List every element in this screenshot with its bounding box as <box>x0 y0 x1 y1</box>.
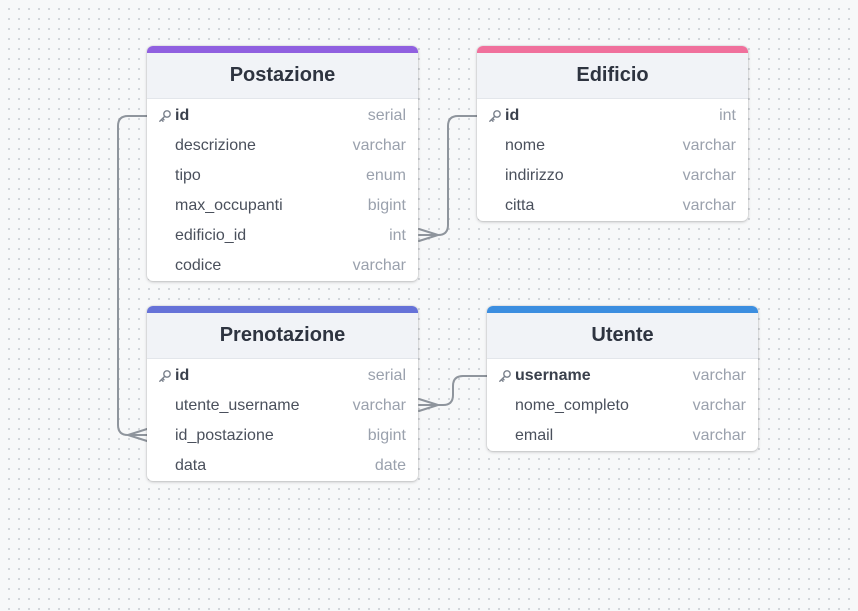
crowfoot-prenotazione-utente <box>418 398 439 412</box>
table-postazione[interactable]: Postazione id serial descrizione varchar tip… <box>147 46 418 281</box>
table-row[interactable]: citta varchar <box>477 191 748 221</box>
crowfoot-prenotazione-postazione <box>127 428 148 442</box>
table-header[interactable]: Postazione <box>147 53 418 99</box>
table-row[interactable]: username varchar <box>487 361 758 391</box>
crowfoot-postazione-edificio <box>418 228 439 242</box>
column-name: id <box>175 367 190 384</box>
table-row[interactable]: edificio_id int <box>147 221 418 251</box>
table-accent-bar <box>147 46 418 53</box>
table-row[interactable]: nome_completo varchar <box>487 391 758 421</box>
table-title: Utente <box>591 324 654 346</box>
column-name: codice <box>175 257 222 274</box>
column-type: serial <box>367 107 406 124</box>
column-name: username <box>515 367 591 384</box>
table-header[interactable]: Prenotazione <box>147 313 418 359</box>
table-row[interactable]: id serial <box>147 101 418 131</box>
column-type: int <box>719 107 736 124</box>
column-type: varchar <box>692 367 746 384</box>
connector-postazione-edificio[interactable] <box>418 115 479 236</box>
table-title: Prenotazione <box>219 324 346 346</box>
table-row[interactable]: email varchar <box>487 421 758 451</box>
column-name: utente_username <box>175 397 300 414</box>
key-icon <box>488 109 502 123</box>
column-type: varchar <box>352 137 406 154</box>
table-body: id int nome varchar indirizzo varchar citta var… <box>477 99 748 221</box>
column-name: descrizione <box>175 137 256 154</box>
column-type: varchar <box>352 397 406 414</box>
table-prenotazione[interactable]: Prenotazione id serial utente_username varc… <box>147 306 418 481</box>
column-type: varchar <box>692 397 746 414</box>
table-row[interactable]: indirizzo varchar <box>477 161 748 191</box>
column-name: edificio_id <box>175 227 247 244</box>
connector-prenotazione-utente[interactable] <box>418 375 489 406</box>
column-name: email <box>515 427 554 444</box>
table-accent-bar <box>487 306 758 313</box>
column-name: id_postazione <box>175 427 274 444</box>
table-row[interactable]: codice varchar <box>147 251 418 281</box>
column-name: tipo <box>175 167 201 184</box>
column-type: enum <box>365 167 406 184</box>
table-accent-bar <box>477 46 748 53</box>
table-row[interactable]: utente_username varchar <box>147 391 418 421</box>
column-type: varchar <box>692 427 746 444</box>
table-row[interactable]: id_postazione bigint <box>147 421 418 451</box>
table-accent-bar <box>147 306 418 313</box>
column-name: indirizzo <box>505 167 564 184</box>
connector-prenotazione-postazione[interactable] <box>117 115 148 436</box>
key-icon <box>498 369 512 383</box>
column-type: bigint <box>367 427 406 444</box>
column-name: data <box>175 457 207 474</box>
column-name: id <box>505 107 520 124</box>
table-row[interactable]: nome varchar <box>477 131 748 161</box>
table-edificio[interactable]: Edificio id int nome varchar indirizzo varcha… <box>477 46 748 221</box>
table-row[interactable]: id serial <box>147 361 418 391</box>
key-icon <box>158 369 172 383</box>
column-type: serial <box>367 367 406 384</box>
table-row[interactable]: max_occupanti bigint <box>147 191 418 221</box>
table-header[interactable]: Utente <box>487 313 758 359</box>
column-name: nome_completo <box>515 397 629 414</box>
column-name: nome <box>505 137 546 154</box>
table-title: Edificio <box>576 64 649 86</box>
table-row[interactable]: tipo enum <box>147 161 418 191</box>
table-header[interactable]: Edificio <box>477 53 748 99</box>
table-row[interactable]: descrizione varchar <box>147 131 418 161</box>
table-body: id serial descrizione varchar tipo enum max_oc… <box>147 99 418 281</box>
column-name: id <box>175 107 190 124</box>
table-row[interactable]: data date <box>147 451 418 481</box>
column-type: bigint <box>367 197 406 214</box>
table-title: Postazione <box>229 64 336 86</box>
column-name: max_occupanti <box>175 197 283 214</box>
column-type: varchar <box>682 137 736 154</box>
key-icon <box>158 109 172 123</box>
column-name: citta <box>505 197 535 214</box>
column-type: int <box>389 227 406 244</box>
column-type: varchar <box>682 167 736 184</box>
column-type: varchar <box>352 257 406 274</box>
column-type: date <box>374 457 406 474</box>
table-row[interactable]: id int <box>477 101 748 131</box>
column-type: varchar <box>682 197 736 214</box>
table-body: id serial utente_username varchar id_postazi… <box>147 359 418 481</box>
